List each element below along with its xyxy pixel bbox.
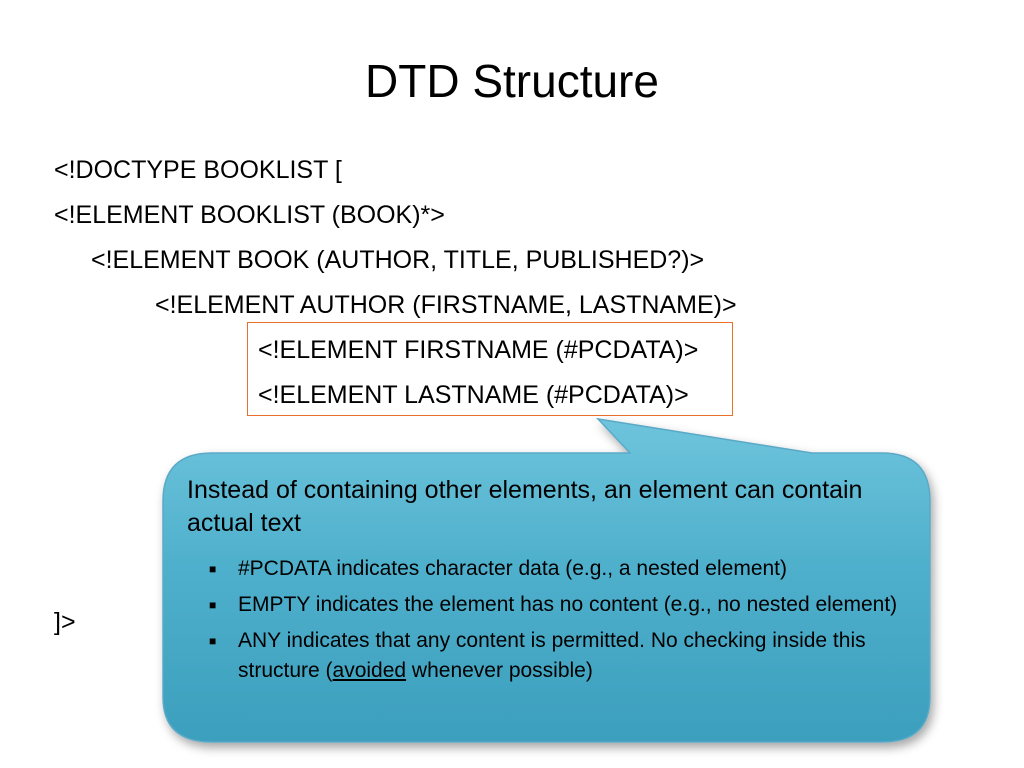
code-line-lastname: <!ELEMENT LASTNAME (#PCDATA)>: [258, 381, 689, 409]
callout-content: Instead of containing other elements, an…: [187, 474, 922, 734]
slide-title: DTD Structure: [365, 55, 659, 107]
bullet-any: ■ ANY indicates that any content is perm…: [187, 626, 918, 686]
bullet-text-before: ANY indicates that any content is permit…: [238, 629, 866, 682]
bullet-square-icon: ■: [209, 634, 217, 648]
bullet-pcdata: ■ #PCDATA indicates character data (e.g.…: [187, 554, 918, 584]
bullet-text: #PCDATA indicates character data (e.g., …: [238, 557, 788, 580]
bullet-text-after: whenever possible): [406, 659, 593, 682]
code-line-booklist: <!ELEMENT BOOKLIST (BOOK)*>: [54, 201, 445, 229]
callout-main-text: Instead of containing other elements, an…: [187, 476, 863, 537]
bullet-text: EMPTY indicates the element has no conte…: [238, 593, 898, 616]
code-line-book: <!ELEMENT BOOK (AUTHOR, TITLE, PUBLISHED…: [91, 246, 705, 274]
bullet-text-underlined: avoided: [332, 659, 407, 682]
callout-bullet-list: ■ #PCDATA indicates character data (e.g.…: [187, 554, 922, 686]
code-line-doctype: <!DOCTYPE BOOKLIST [: [54, 156, 342, 184]
code-line-close: ]>: [54, 608, 76, 636]
bullet-square-icon: ■: [209, 562, 217, 576]
bullet-empty: ■ EMPTY indicates the element has no con…: [187, 590, 918, 620]
code-line-author: <!ELEMENT AUTHOR (FIRSTNAME, LASTNAME)>: [155, 291, 737, 319]
highlight-box: [247, 322, 733, 416]
code-line-firstname: <!ELEMENT FIRSTNAME (#PCDATA)>: [258, 336, 699, 364]
bullet-square-icon: ■: [209, 598, 217, 612]
